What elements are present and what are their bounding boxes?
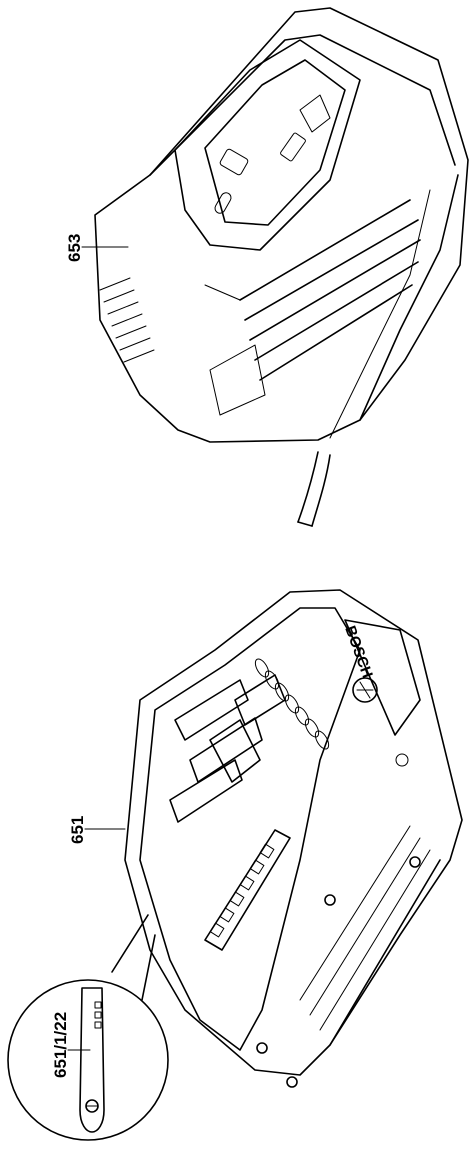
screw-icon — [256, 1042, 268, 1054]
charger-653-drawing — [94, 7, 469, 527]
callout-653-label: 653 — [65, 234, 84, 262]
callout-651-1-22-label: 651/1/22 — [51, 1012, 70, 1078]
bosch-armature-logo-icon — [352, 677, 378, 703]
callout-651-label: 651 — [68, 816, 87, 844]
battery-651-drawing: BOSCH — [124, 589, 463, 1088]
battery-contact-strip — [204, 829, 291, 951]
callout-653: 653 — [65, 234, 129, 262]
screw-icon — [409, 856, 421, 868]
charger-front-ribs — [209, 199, 421, 416]
screw-icon — [286, 1076, 298, 1088]
screw-icon — [324, 894, 336, 906]
battery-vents — [254, 658, 330, 750]
detail-651-1-22: 651/1/22 — [7, 914, 169, 1141]
charger-vents — [99, 277, 155, 363]
indicator-button-icon — [395, 753, 409, 767]
callout-651: 651 — [68, 816, 126, 844]
detail-circle — [7, 979, 169, 1141]
